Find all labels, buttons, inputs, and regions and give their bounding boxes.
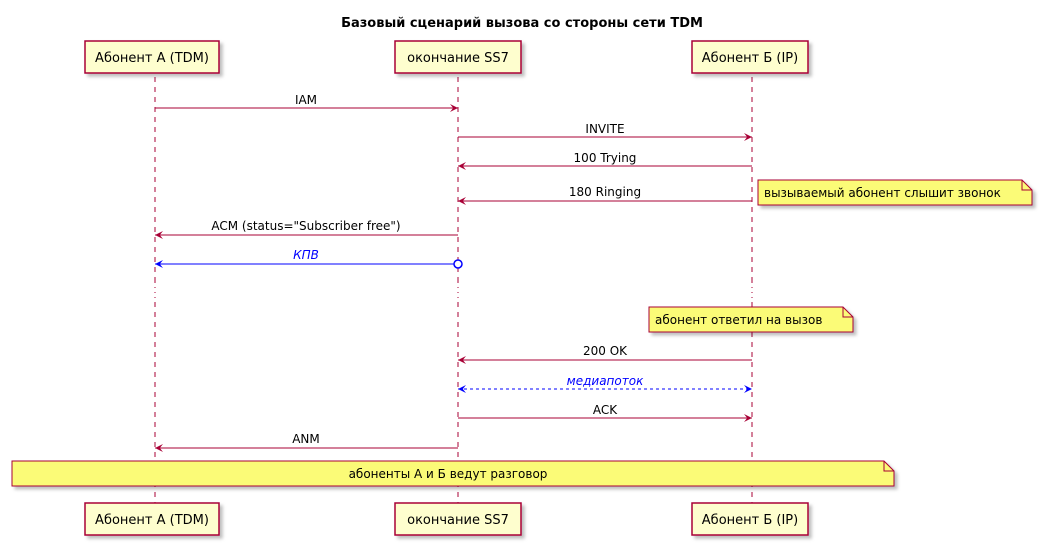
- participant-A-top[interactable]: Абонент А (TDM): [84, 40, 220, 74]
- note-answered: абонент ответил на вызов: [648, 306, 854, 333]
- message-iam: IAM: [155, 93, 458, 112]
- participant-B-label: Абонент Б (IP): [702, 51, 798, 66]
- participant-S-top[interactable]: окончание SS7: [394, 40, 522, 74]
- participant-B-label-bottom: Абонент Б (IP): [702, 513, 798, 528]
- message-200-ok-label: 200 OK: [583, 344, 628, 358]
- message-kpv-circle: [453, 259, 463, 269]
- message-anm: ANM: [155, 432, 458, 452]
- message-anm-label: ANM: [292, 432, 320, 446]
- note-ringing: вызываемый абонент слышит звонок: [757, 179, 1033, 206]
- participant-A-label-bottom: Абонент А (TDM): [95, 513, 209, 528]
- note-ringing-label: вызываемый абонент слышит звонок: [764, 186, 1001, 200]
- message-invite-label: INVITE: [585, 122, 624, 136]
- diagram-title: Базовый сценарий вызова со стороны сети …: [341, 16, 703, 31]
- message-invite: INVITE: [458, 122, 752, 141]
- message-mediapotok: медиапоток: [458, 374, 752, 393]
- message-kpv-label: КПВ: [293, 248, 319, 262]
- message-ack: ACK: [458, 403, 752, 422]
- note-answered-label: абонент ответил на вызов: [655, 313, 822, 327]
- lifelines: [154, 77, 753, 503]
- message-iam-label: IAM: [295, 93, 317, 107]
- message-180-ringing: 180 Ringing: [458, 185, 752, 205]
- message-100-trying: 100 Trying: [458, 151, 752, 170]
- message-200-ok: 200 OK: [458, 344, 752, 364]
- message-100-trying-label: 100 Trying: [574, 151, 637, 165]
- message-acm: ACM (status="Subscriber free"): [155, 219, 458, 239]
- message-ack-label: ACK: [593, 403, 618, 417]
- participant-S-bottom[interactable]: окончание SS7: [394, 502, 522, 536]
- participant-B-top[interactable]: Абонент Б (IP): [691, 40, 809, 74]
- participant-S-label: окончание SS7: [407, 51, 509, 66]
- participant-B-bottom[interactable]: Абонент Б (IP): [691, 502, 809, 536]
- participant-S-label-bottom: окончание SS7: [407, 513, 509, 528]
- participant-A-label: Абонент А (TDM): [95, 51, 209, 66]
- message-kpv: КПВ: [155, 248, 463, 269]
- note-conversation: абоненты А и Б ведут разговор: [11, 460, 895, 487]
- message-mediapotok-label: медиапоток: [567, 374, 644, 388]
- message-acm-label: ACM (status="Subscriber free"): [211, 219, 400, 233]
- message-180-ringing-label: 180 Ringing: [569, 185, 641, 199]
- participant-A-bottom[interactable]: Абонент А (TDM): [84, 502, 220, 536]
- note-conversation-label: абоненты А и Б ведут разговор: [349, 467, 548, 481]
